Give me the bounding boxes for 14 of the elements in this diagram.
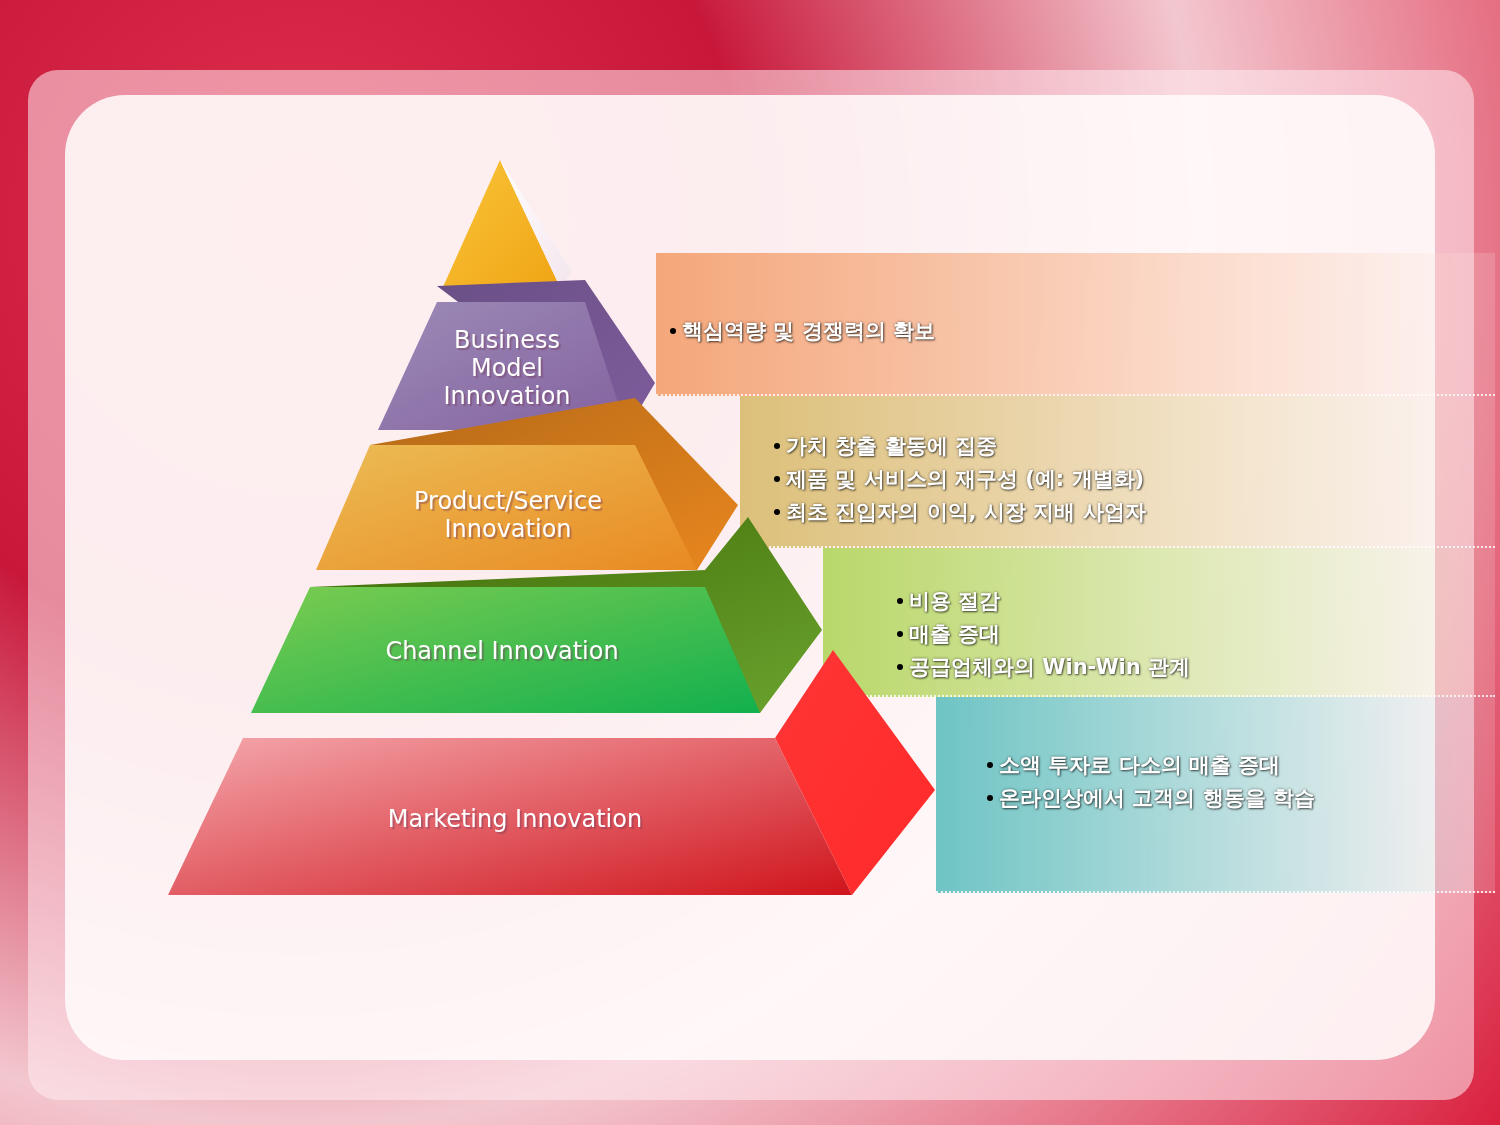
text-band (740, 396, 1495, 548)
bullet-text: 최초 진입자의 이익, 시장 지배 사업자 (786, 500, 1146, 524)
bullet-text: 소액 투자로 다소의 매출 증대 (999, 753, 1281, 777)
bullet-text: 핵심역량 및 경쟁력의 확보 (682, 319, 935, 343)
layer-label: Product/Service Innovation (413, 487, 603, 543)
bullet-text: 온라인상에서 고객의 행동을 학습 (999, 786, 1315, 810)
bullet-text: 공급업체와의 Win-Win 관계 (909, 655, 1191, 679)
layer-label: Business Model Innovation (442, 326, 572, 410)
bullet-text: 매출 증대 (909, 622, 1001, 646)
layer-label: Channel Innovation (384, 637, 620, 665)
bullet-text: 가치 창출 활동에 집중 (786, 434, 997, 458)
bullet-text: 비용 절감 (909, 589, 1001, 613)
bullet-text: 제품 및 서비스의 재구성 (예: 개별화) (786, 467, 1145, 491)
layer-label: Marketing Innovation (386, 805, 644, 833)
